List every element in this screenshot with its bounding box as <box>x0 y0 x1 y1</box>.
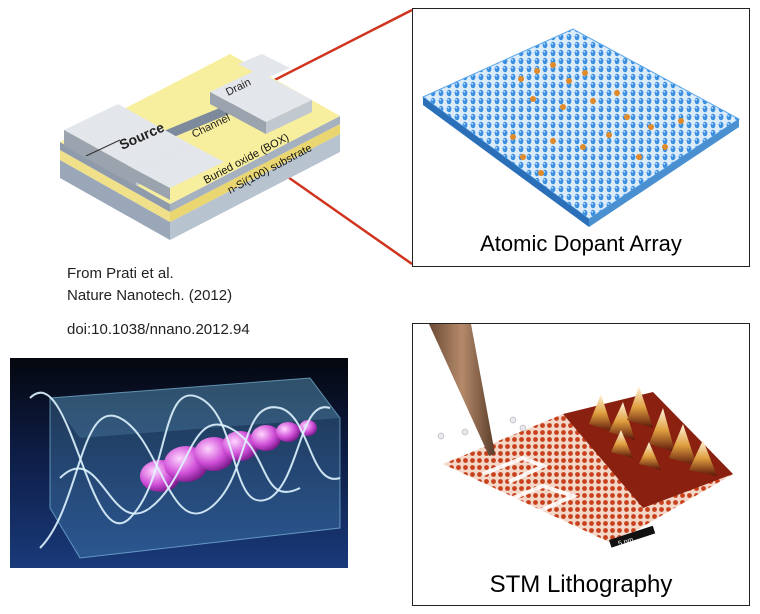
box-layer-edge <box>60 150 170 222</box>
glass-box-top <box>50 378 340 438</box>
scale-bar-label: 5 nm <box>617 536 634 548</box>
dopant-array-panel: Atomic Dopant Array <box>412 8 750 267</box>
substrate-side-front <box>60 160 170 240</box>
dopant-array-image <box>422 28 740 227</box>
stm-peaks <box>589 386 717 476</box>
wave-lines <box>29 391 341 549</box>
source-arm <box>136 144 224 188</box>
dopant-lattice-edge <box>423 97 589 227</box>
stm-tip <box>429 324 495 456</box>
source-pad-top <box>64 104 190 170</box>
stm-surface <box>443 414 733 544</box>
source-leader-line <box>85 139 121 157</box>
top-si-edge <box>60 142 170 212</box>
device-schematic: Source Drain Channel Buried oxide (BOX) … <box>60 54 340 240</box>
source-pad-front <box>64 130 136 186</box>
drain-pad-top <box>210 70 312 122</box>
drain-pad-front <box>210 92 266 134</box>
source-arm-front <box>136 170 170 200</box>
drain-arm <box>238 54 290 78</box>
top-si-edge-right <box>170 116 340 212</box>
stm-image: 5 nm <box>429 324 733 548</box>
wave-image <box>10 358 348 568</box>
dopant-caption: Atomic Dopant Array <box>480 231 682 256</box>
reference-doi: doi:10.1038/nnano.2012.94 <box>67 321 250 338</box>
dopant-lattice-edge-right <box>589 119 739 227</box>
stm-caption: STM Lithography <box>489 571 673 598</box>
stm-lithography-panel: 5 nm STM Lithography <box>412 323 750 606</box>
reference-line-1: From Prati et al. <box>67 265 174 282</box>
stm-adatoms <box>437 416 527 440</box>
reference-line-2: Nature Nanotech. (2012) <box>67 287 233 304</box>
stm-written-pattern <box>482 455 579 524</box>
substrate-side-right <box>170 134 340 240</box>
dopant-atoms <box>510 62 684 176</box>
dopant-lattice-surface <box>422 28 740 220</box>
scale-bar <box>609 525 656 548</box>
box-layer-edge-right <box>170 124 340 222</box>
drain-pad-right <box>266 100 312 134</box>
